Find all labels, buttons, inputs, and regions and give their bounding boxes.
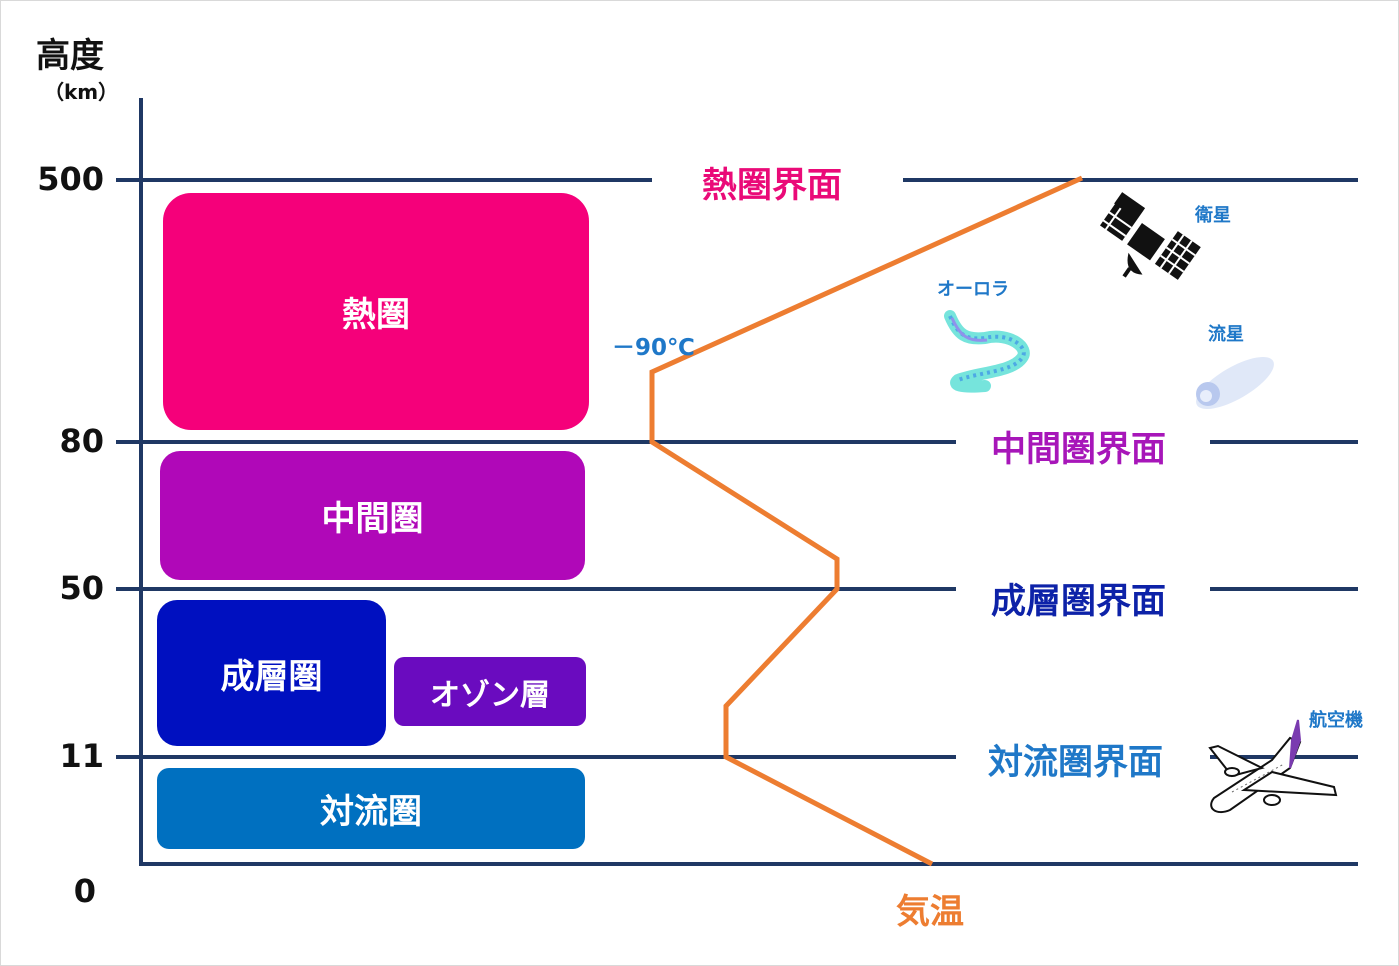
stratopause-label: 成層圏界面 <box>991 582 1167 622</box>
tick-label-50: 50 <box>59 569 104 607</box>
mesosphere-label: 中間圏 <box>321 499 424 539</box>
temperature-curve <box>649 175 1084 867</box>
axis-title: 高度 <box>36 36 104 76</box>
satellite-icon <box>1091 192 1201 280</box>
ozone-layer-box: オゾン層 <box>394 657 586 726</box>
satellite-label: 衛星 <box>1195 205 1231 226</box>
tick-label-80: 80 <box>59 422 104 460</box>
thermosphere-box: 熱圏 <box>163 193 589 430</box>
tick-label-500: 500 <box>37 160 104 198</box>
tick-label-0: 0 <box>73 872 96 910</box>
aurora-label: オーロラ <box>937 279 1009 300</box>
ozone-layer-label: オゾン層 <box>430 677 550 713</box>
tick-label-11: 11 <box>59 737 104 775</box>
meteor-label: 流星 <box>1208 324 1244 345</box>
axis-unit: （km） <box>44 80 119 104</box>
stratosphere-label: 成層圏 <box>220 656 323 697</box>
troposphere-box: 対流圏 <box>157 768 585 849</box>
thermosphere-label: 熱圏 <box>342 295 410 335</box>
mesopause-label: 中間圏界面 <box>991 430 1167 470</box>
tropopause-label: 対流圏界面 <box>988 743 1164 783</box>
airplane-label: 航空機 <box>1309 710 1363 731</box>
thermopause-label: 熱圏界面 <box>702 166 843 206</box>
temperature-label: 気温 <box>896 892 964 932</box>
troposphere-label: 対流圏 <box>320 792 422 832</box>
min-temperature-label: －90℃ <box>612 335 695 361</box>
stratosphere-box: 成層圏 <box>157 600 386 746</box>
aurora-icon <box>944 310 1030 393</box>
airplane-icon <box>1208 719 1338 814</box>
meteor-icon <box>1196 357 1274 409</box>
mesosphere-box: 中間圏 <box>160 451 585 580</box>
